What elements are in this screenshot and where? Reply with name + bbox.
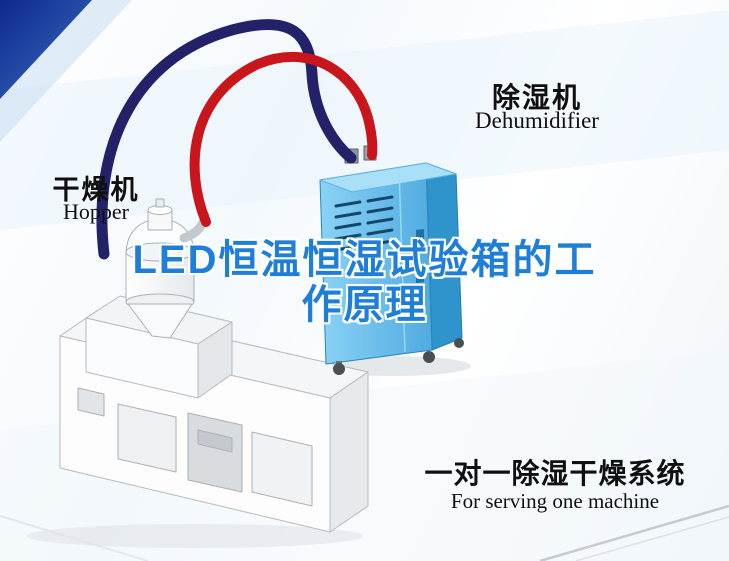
machine-subbox-right — [197, 321, 233, 399]
dehumidifier-label-en: Dehumidifier — [475, 108, 599, 133]
dryer-label-cn: 干燥机 — [52, 175, 140, 205]
dryer-label-en: Hopper — [63, 199, 129, 224]
machine-shadow — [27, 524, 363, 548]
machine-panel — [117, 403, 177, 473]
page-title-line-2: 作原理 — [301, 283, 428, 328]
caster-wheel — [423, 351, 435, 363]
caster-wheel — [454, 338, 464, 348]
corner-accent — [0, 0, 132, 142]
door-latch — [416, 229, 424, 245]
dehumidifier-unit — [319, 145, 464, 375]
caster-wheel — [333, 363, 345, 375]
hopper-rim — [125, 242, 195, 262]
machine-panel-inset — [197, 429, 233, 453]
supply-hose-red — [189, 51, 378, 227]
dehumidifier-label-cn: 除湿机 — [491, 82, 582, 113]
machine-right-face — [329, 371, 369, 533]
hopper-cap-knob — [155, 198, 165, 208]
door-latch — [416, 267, 424, 283]
machine-panel-small — [77, 387, 105, 417]
hopper-unit — [125, 198, 210, 339]
corner-accent-dark — [0, 0, 92, 99]
page-title-line-1: LED恒温恒湿试验箱的工 — [132, 238, 597, 282]
return-hose-navy — [96, 19, 357, 260]
page-title: LED恒温恒湿试验箱的工 作原理 — [0, 238, 729, 328]
machine-panel — [251, 431, 313, 507]
door-seam — [398, 167, 406, 353]
vent-grille — [334, 195, 394, 252]
machine-panel — [187, 412, 243, 493]
system-label-cn: 一对一除湿干燥系统 — [424, 458, 686, 489]
hopper-cone — [127, 303, 193, 339]
dehumidifier-top-face — [319, 162, 457, 193]
system-label-en: For serving one machine — [450, 489, 660, 513]
